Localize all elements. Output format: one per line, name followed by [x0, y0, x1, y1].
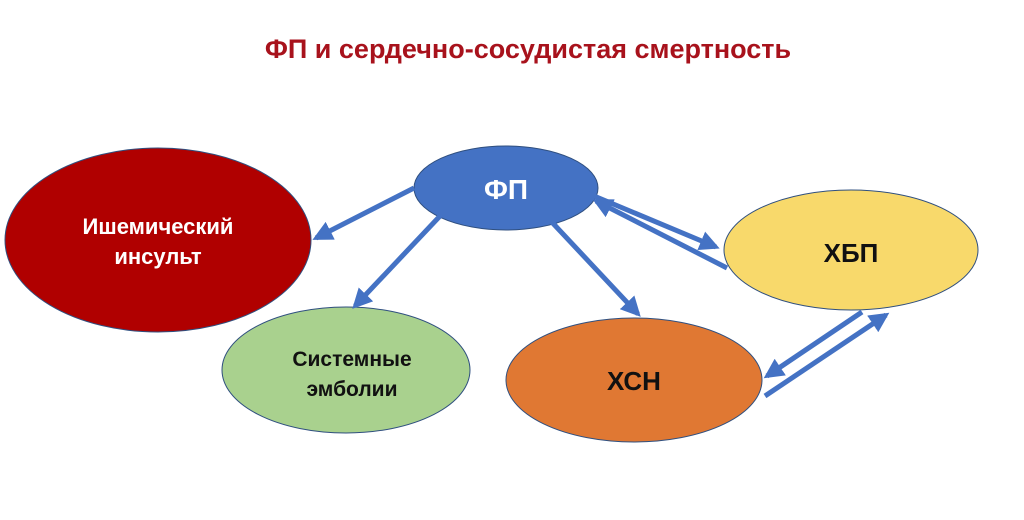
node-chf-label: ХСН: [607, 366, 661, 396]
arrow-chf-to-ckd: [763, 312, 890, 399]
node-systemic-embolism: [221, 306, 471, 434]
arrow-af-to-embolism: [352, 214, 442, 309]
node-ischemic-stroke-line2: инсульт: [114, 244, 202, 269]
node-ckd: [723, 189, 979, 311]
node-ischemic-stroke: [4, 147, 312, 333]
node-systemic-embolism-line2: эмболии: [306, 378, 397, 401]
node-systemic-embolism-line1: Системные: [292, 348, 411, 371]
arrow-af-to-chf: [546, 216, 641, 317]
arrow-ckd-to-chf: [763, 309, 864, 379]
page-title: ФП и сердечно-сосудистая смертность: [265, 34, 791, 64]
node-af-label: ФП: [484, 174, 528, 205]
node-ckd-label: ХБП: [824, 238, 879, 268]
arrow-af-to-stroke: [312, 185, 416, 241]
node-chf: [505, 317, 763, 443]
arrow-ckd-to-af: [592, 198, 729, 271]
node-ischemic-stroke-line1: Ишемический: [83, 214, 234, 239]
arrow-af-to-ckd: [574, 185, 720, 251]
